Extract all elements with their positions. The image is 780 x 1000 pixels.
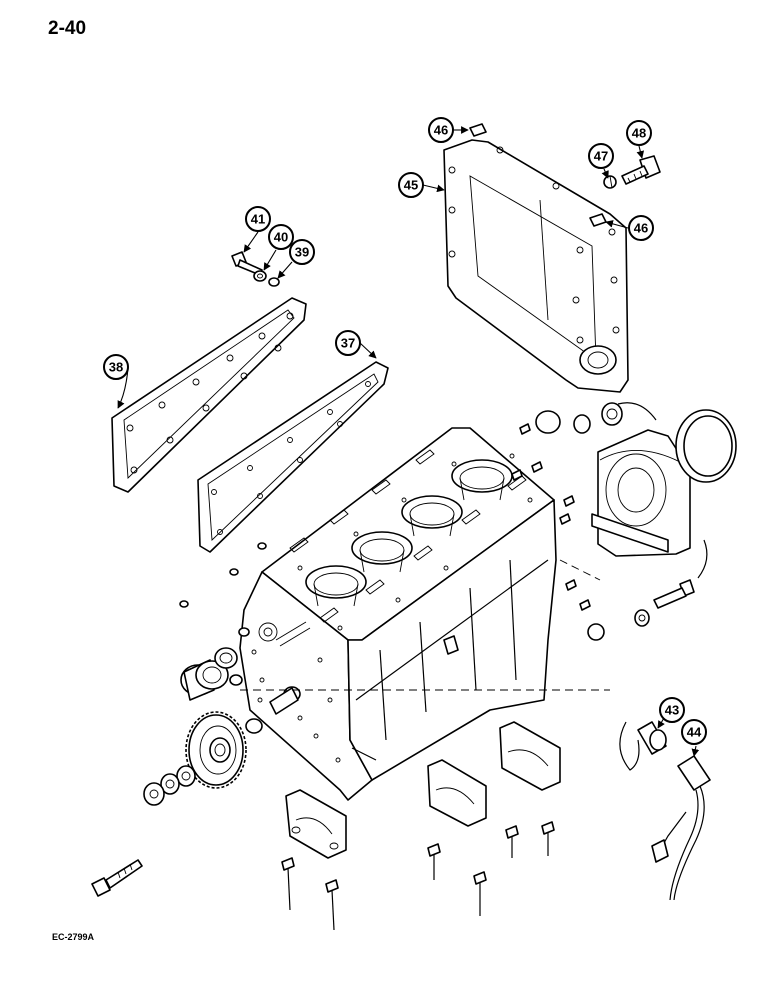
oil-pressure-switch-43 [619, 721, 667, 771]
svg-text:44: 44 [687, 725, 702, 740]
main-bearing-cap-front [285, 789, 347, 859]
timing-cover-45 [443, 139, 629, 393]
gear-bolt [91, 859, 143, 897]
cap-bolt [281, 821, 555, 931]
camshaft-bush [180, 659, 229, 701]
callout-40: 40 [263, 224, 294, 271]
washer-39 [268, 277, 280, 287]
cylinder-block [239, 427, 610, 801]
callout-46-right: 46 [605, 215, 654, 241]
svg-text:39: 39 [295, 245, 309, 260]
main-bearing-cap-center [427, 759, 487, 827]
svg-text:40: 40 [274, 230, 288, 245]
svg-text:37: 37 [341, 336, 355, 351]
callout-37: 37 [335, 330, 377, 359]
main-bearing-cap-rear [499, 721, 561, 791]
camshaft-bush-small [214, 647, 238, 669]
svg-text:46: 46 [434, 123, 448, 138]
plug-small [179, 542, 267, 686]
sealing-strip [591, 513, 669, 553]
svg-text:38: 38 [109, 360, 123, 375]
side-cover-gasket-38 [111, 297, 307, 493]
cover-screw-41 [231, 251, 263, 276]
callout-44: 44 [681, 719, 707, 757]
page-number: 2-40 [48, 18, 87, 39]
svg-text:47: 47 [594, 149, 608, 164]
bolt-48 [621, 155, 661, 185]
washer-40 [253, 270, 267, 282]
svg-text:43: 43 [665, 703, 679, 718]
side-cover-gasket-37 [197, 361, 389, 553]
callout-43: 43 [657, 697, 685, 729]
callout-38: 38 [103, 354, 129, 409]
callout-48: 48 [626, 120, 652, 159]
callout-39: 39 [277, 239, 315, 279]
lock-washer-47 [603, 175, 617, 189]
wiring-harness-44 [651, 755, 711, 901]
dowel-pins-loose [511, 423, 591, 611]
svg-text:45: 45 [404, 178, 418, 193]
spacer-washer [143, 765, 196, 806]
camshaft-gear [185, 711, 247, 789]
plug-bearing [535, 402, 657, 641]
callout-47: 47 [588, 143, 614, 179]
housing-bolt [653, 539, 708, 609]
callout-41: 41 [243, 206, 271, 253]
callout-45: 45 [398, 172, 445, 198]
dowel-pin-46-top [469, 123, 487, 137]
callout-46-top: 46 [428, 117, 469, 143]
rear-oil-seal [675, 409, 737, 483]
svg-text:41: 41 [251, 212, 265, 227]
svg-text:48: 48 [632, 126, 646, 141]
figure-code: EC-2799A [52, 932, 95, 942]
svg-text:46: 46 [634, 221, 648, 236]
